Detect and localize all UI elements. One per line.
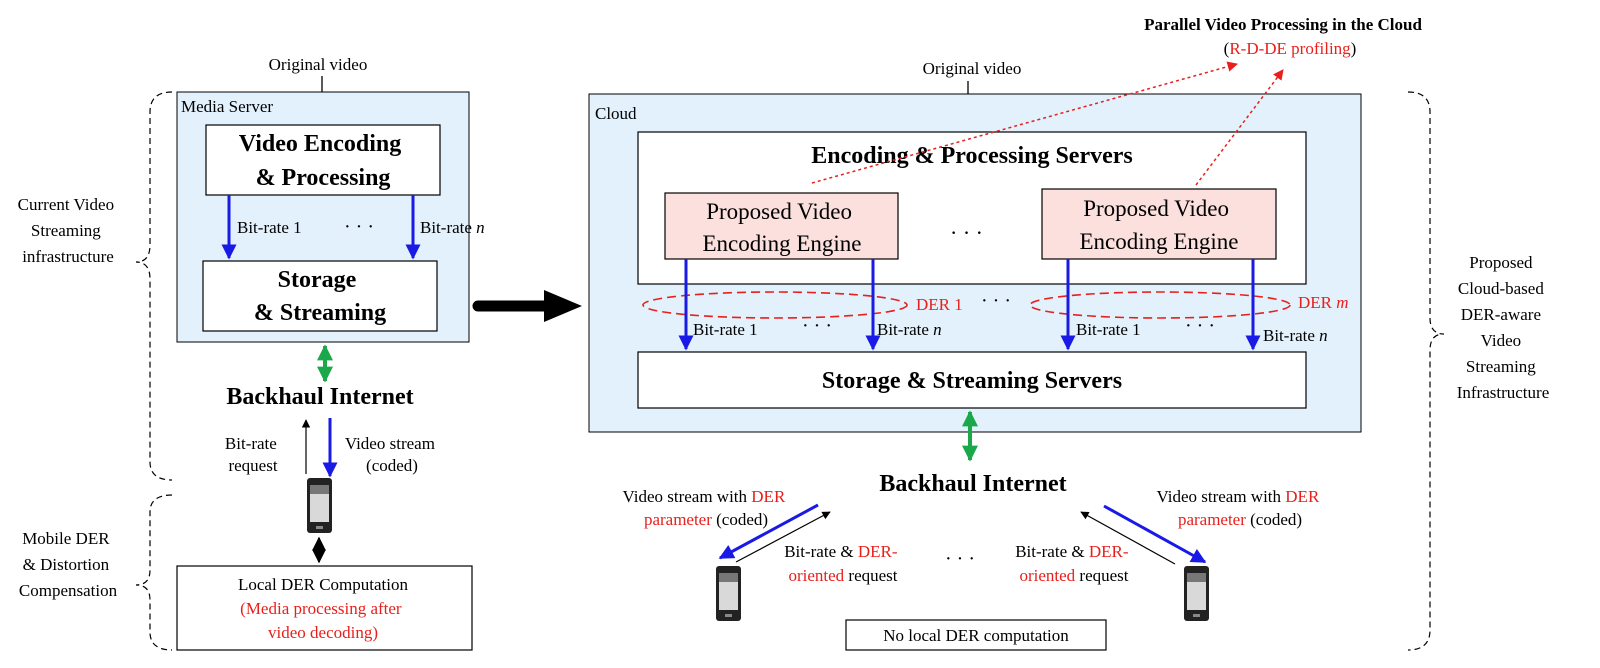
left-client-request-arrow <box>735 511 831 563</box>
local-der-computation-note: (Media processing after video decoding) <box>240 599 406 642</box>
encoding-engine-label-m: Proposed Video Encoding Engine <box>1079 196 1238 254</box>
left-video-stream-label: Video stream (coded) <box>345 434 439 475</box>
der-1-label: DER 1 <box>916 295 963 314</box>
video-encoding-box <box>205 124 441 196</box>
media-server-label: Media Server <box>181 97 273 116</box>
storage-streaming-servers-label: Storage & Streaming Servers <box>822 368 1122 394</box>
left-client-phone-icon <box>716 566 741 621</box>
current-infrastructure-brace <box>135 91 173 481</box>
mobile-compensation-brace <box>135 494 173 651</box>
right-client-video-stream-arrow <box>1103 504 1207 564</box>
engine-1-bitrate-1-label: Bit-rate 1 <box>693 320 758 339</box>
no-local-der-box <box>845 619 1107 651</box>
right-client-video-stream-label: Video stream with DER parameter (coded) <box>1156 487 1323 529</box>
storage-streaming-label: Storage & Streaming <box>254 267 386 326</box>
cloud-label: Cloud <box>595 104 637 123</box>
engine-m-bitrate-1-label: Bit-rate 1 <box>1076 320 1141 339</box>
client-dots: · · · <box>945 548 975 570</box>
encoding-engine-box-m <box>1041 188 1277 260</box>
left-mobile-phone-icon <box>307 478 332 533</box>
engine-1-bitrate-n-label: Bit-rate n <box>877 320 942 339</box>
der-m-ellipse <box>1029 291 1291 319</box>
proposed-infrastructure-label: Proposed Cloud-based DER-aware Video Str… <box>1457 253 1550 402</box>
engine-1-bitrate-dots: · · · <box>802 315 832 337</box>
video-encoding-label: Video Encoding & Processing <box>239 131 407 191</box>
mobile-compensation-label: Mobile DER & Distortion Compensation <box>19 529 118 600</box>
left-bitrate-request-label: Bit-rate request <box>225 434 281 475</box>
right-original-video-label: Original video <box>923 59 1022 78</box>
right-backhaul-label: Backhaul Internet <box>879 471 1066 497</box>
der-dots: · · · <box>981 290 1011 312</box>
left-bitrate-dots: · · · <box>344 216 374 238</box>
left-bitrate-1-label: Bit-rate 1 <box>237 218 302 237</box>
local-der-computation-box <box>176 565 473 651</box>
engine-m-bitrate-dots: · · · <box>1185 315 1215 337</box>
profiling-arrow-m <box>1195 69 1284 186</box>
left-bitrate-n-label: Bit-rate n <box>420 218 485 237</box>
encoding-engine-box-1 <box>664 192 899 260</box>
local-der-computation-title: Local DER Computation <box>238 575 408 594</box>
left-client-request-label: Bit-rate & DER- oriented request <box>784 542 902 585</box>
parallel-processing-title: Parallel Video Processing in the Cloud <box>1144 15 1422 34</box>
no-local-der-label: No local DER computation <box>883 626 1069 645</box>
der-1-ellipse <box>642 291 908 319</box>
encoding-processing-servers-label: Encoding & Processing Servers <box>811 143 1133 169</box>
engine-m-bitrate-n-label: Bit-rate n <box>1263 326 1328 345</box>
profiling-arrow-1 <box>811 61 1239 184</box>
current-infrastructure-label: Current Video Streaming infrastructure <box>18 195 119 266</box>
encoding-engine-dots: · · · <box>950 220 983 245</box>
left-client-video-stream-arrow <box>718 503 819 560</box>
transition-arrow-head <box>544 290 582 322</box>
right-client-request-arrow <box>1080 511 1176 565</box>
right-client-request-label: Bit-rate & DER- oriented request <box>1015 542 1133 585</box>
right-client-phone-icon <box>1184 566 1209 621</box>
storage-streaming-box <box>202 260 438 332</box>
left-client-video-stream-label: Video stream with DER parameter (coded) <box>622 487 789 529</box>
der-m-label: DER m <box>1298 293 1349 312</box>
storage-streaming-servers-box <box>637 351 1307 409</box>
parallel-processing-subtitle: (R-D-DE profiling) <box>1224 39 1357 58</box>
proposed-infrastructure-brace <box>1407 91 1445 651</box>
left-backhaul-label: Backhaul Internet <box>226 384 413 410</box>
encoding-engine-label-1: Proposed Video Encoding Engine <box>702 199 861 256</box>
left-original-video-label: Original video <box>269 55 368 74</box>
